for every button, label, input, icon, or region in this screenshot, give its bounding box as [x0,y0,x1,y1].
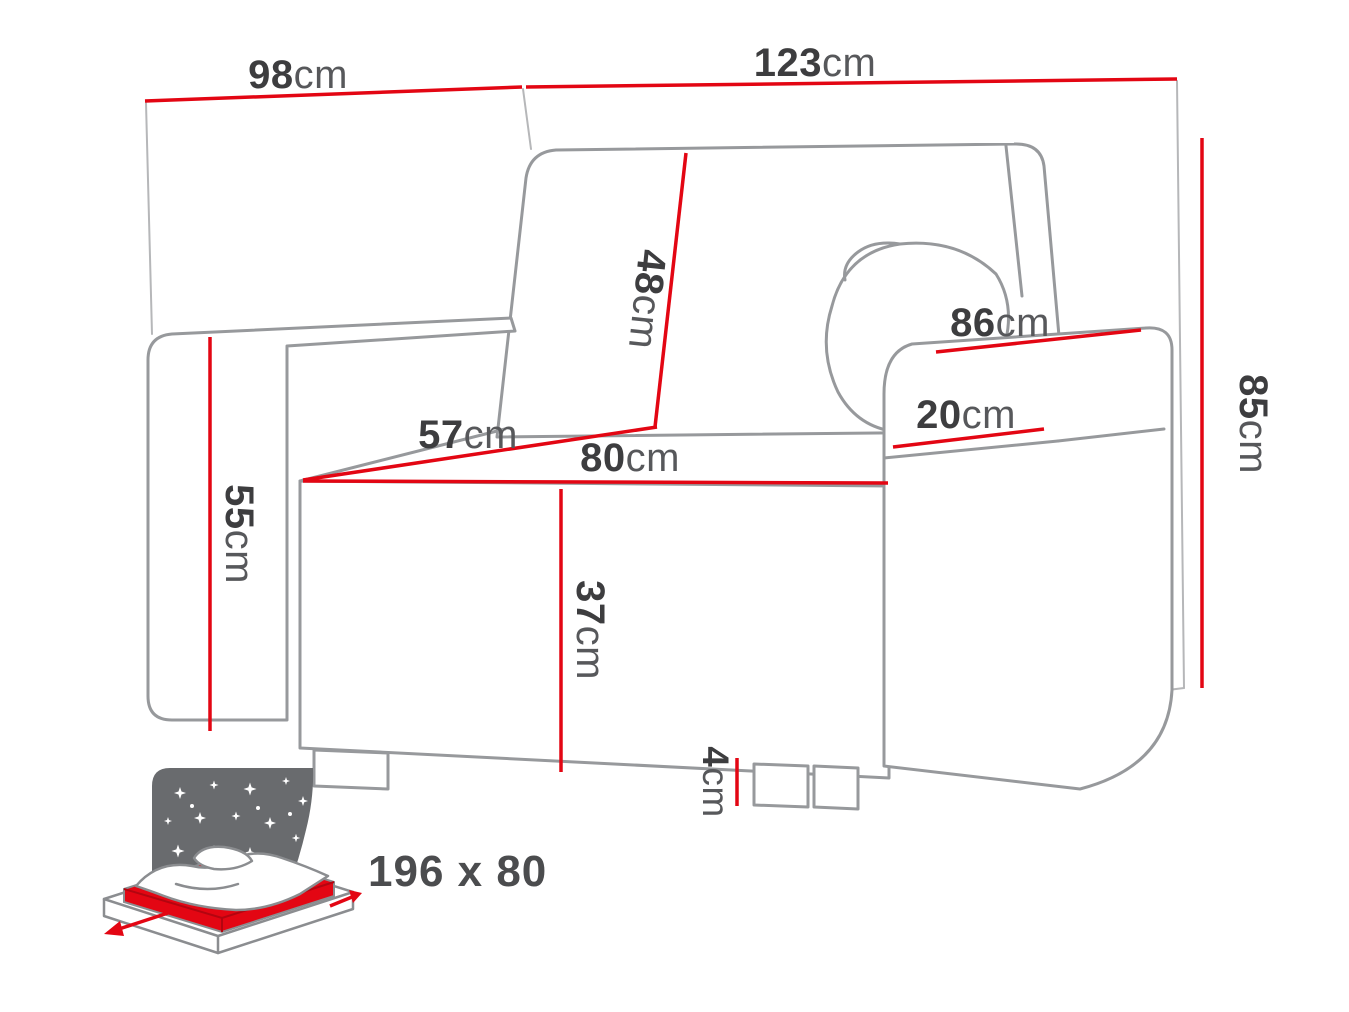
dimension-value: 85 [1231,374,1275,420]
dimension-unit: cm [962,393,1016,437]
dimension-unit: cm [217,530,261,584]
dimension-line [525,77,1178,89]
dimension-unit: cm [822,41,876,85]
backrest-seam [1004,144,1024,298]
right-armrest-top-front-edge [882,439,1060,460]
bed-base-edges [102,890,355,955]
dimension-label: 98cm [248,53,348,97]
front-center-leg [752,762,810,809]
dimension-value: 48 [626,247,675,297]
unfold-arrow-right [329,895,353,908]
dimension-line [653,152,688,428]
dimension-value: 80 [580,436,626,480]
right-armrest-outline [882,326,1174,791]
dimension-unit: cm [1231,420,1275,474]
sleeping-function-icon: 196 x 80 [102,768,547,955]
unfold-arrow-left [115,911,169,932]
dimension-value: 98 [248,53,294,97]
extension-line-back-corner [522,88,532,150]
blanket [134,852,330,912]
dimension-value: 55 [217,484,261,530]
dimension-line [144,85,523,103]
pillow-fold [843,241,902,282]
dimension-value: 37 [568,580,612,626]
dimension-label: 20cm [916,393,1016,437]
dimension-label: 4cm [695,746,736,817]
dimension-seat-depth: 57cm [302,413,658,482]
dimension-value: 86 [950,301,996,345]
dimension-armrest-height: 55cm [208,337,261,731]
extension-line-left [145,102,153,335]
right-armrest-top-side-edge [1056,427,1166,443]
dimension-unit: cm [620,293,669,352]
dimension-total-height: 85cm [1200,138,1275,688]
blanket-fold [174,882,240,891]
dimension-line [302,479,889,485]
dimension-seat-front-height: 37cm [559,489,612,772]
dimension-unit: cm [464,413,518,457]
dimension-seat-width: 80cm [302,436,889,485]
star-dot [190,804,194,808]
dimension-value: 57 [418,413,464,457]
dimension-armrest-width: 20cm [892,393,1045,449]
dimension-annotations: 98cm 123cm 85cm 48cm 86cm 20cm [144,41,1275,818]
dimension-label: 55cm [217,484,261,584]
dimension-unit: cm [294,53,348,97]
bed-pillow [192,845,254,871]
unfold-arrow-left-head [104,921,124,936]
dimension-backrest-height: 48cm [620,152,688,428]
dimension-unit: cm [568,626,612,680]
sleeping-area-label: 196 x 80 [368,847,547,896]
dimension-line [935,328,1142,354]
sleeping-area-value: 196 x 80 [368,847,547,896]
dimension-total-width: 123cm [525,41,1178,89]
star-dot [256,806,260,810]
dimension-back-depth: 98cm [144,53,523,103]
dimension-line [892,427,1045,449]
left-armrest-outline [146,316,517,722]
front-right-leg [812,764,860,811]
star-dot [288,812,292,816]
dimension-value: 123 [754,41,822,85]
armchair-drawing [145,80,1185,811]
dimension-label: 86cm [950,301,1050,345]
dimension-label: 37cm [568,580,612,680]
dimension-label: 57cm [418,413,518,457]
dimension-label: 85cm [1231,374,1275,474]
dimension-label: 80cm [580,436,680,480]
front-left-leg [312,748,390,791]
unfold-arrows [104,890,362,936]
dimension-unit: cm [996,301,1050,345]
dimension-leg-height: 4cm [695,746,739,818]
dimension-armrest-length: 86cm [935,301,1142,354]
seat-left-edge [298,427,507,483]
dimension-value: 4 [695,746,736,767]
dimension-label: 123cm [754,41,877,85]
dimension-value: 20 [916,393,962,437]
extension-line-right [1176,80,1185,689]
dimension-unit: cm [695,767,736,817]
dimension-unit: cm [626,436,680,480]
seat-front-face [298,479,891,780]
dimension-line [302,425,658,482]
unfold-arrow-right-head [349,890,362,903]
dimension-label: 48cm [620,247,674,351]
